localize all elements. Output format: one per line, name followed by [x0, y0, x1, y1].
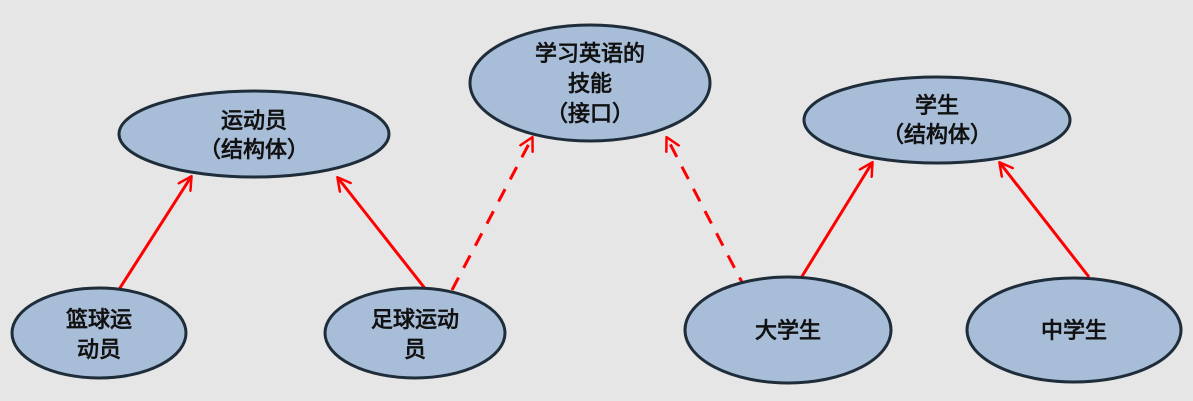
node-student-struct-line2: （结构体）	[882, 122, 992, 148]
node-football[interactable]: 足球运动 员	[323, 286, 507, 380]
node-english-interface-shape	[468, 23, 712, 143]
node-english-interface-line2: 技能	[568, 71, 612, 97]
node-middle[interactable]: 中学生	[965, 276, 1183, 384]
node-college[interactable]: 大学生	[683, 275, 893, 385]
edge-middle-to-student	[1000, 163, 1091, 278]
node-basketball-shape	[10, 286, 188, 380]
node-football-shape	[323, 286, 507, 380]
node-student-struct-shape	[802, 75, 1072, 165]
node-english-interface[interactable]: 学习英语的 技能 （接口）	[468, 23, 712, 143]
edge-college-to-interface-dashed	[667, 138, 748, 291]
node-college-shape	[683, 275, 893, 385]
node-athlete-struct-shape	[117, 89, 391, 179]
node-basketball-line2: 动员	[77, 338, 121, 363]
edge-college-to-student	[799, 163, 872, 279]
node-athlete-struct[interactable]: 运动员 （结构体）	[117, 89, 391, 179]
node-middle-shape	[965, 276, 1183, 384]
node-middle-line1: 中学生	[1041, 318, 1107, 344]
node-athlete-struct-line1: 运动员	[221, 109, 287, 134]
node-basketball-line1: 篮球运	[65, 307, 132, 333]
edge-basketball-to-athlete	[116, 177, 191, 292]
node-football-line1: 足球运动	[371, 308, 459, 333]
node-football-line2: 员	[404, 338, 426, 363]
node-student-struct[interactable]: 学生 （结构体）	[802, 75, 1072, 165]
node-college-line1: 大学生	[755, 318, 821, 344]
node-student-struct-line1: 学生	[915, 93, 959, 119]
node-english-interface-line3: （接口）	[546, 102, 634, 127]
node-english-interface-line1: 学习英语的	[535, 41, 645, 67]
edge-football-to-interface-dashed	[450, 138, 532, 291]
node-athlete-struct-line2: （结构体）	[199, 137, 309, 163]
edge-football-to-athlete	[338, 178, 429, 292]
node-basketball[interactable]: 篮球运 动员	[10, 286, 188, 380]
